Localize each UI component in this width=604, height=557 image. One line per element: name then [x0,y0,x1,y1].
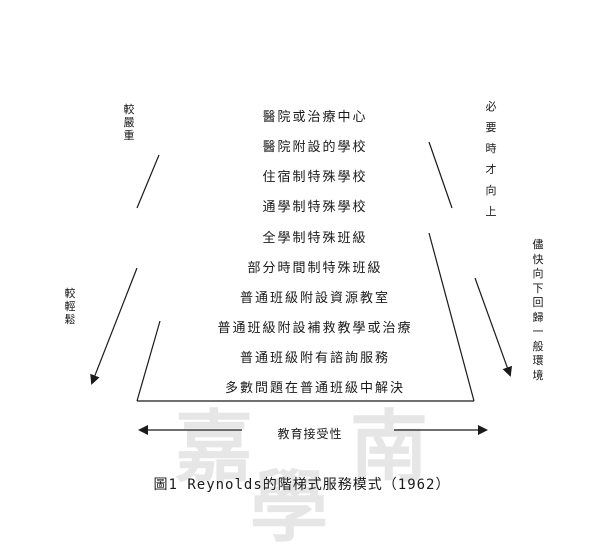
tier-6: 部分時間制特殊班級 [247,261,383,276]
tier-7: 普通班級附設資源教室 [239,291,390,306]
tier-5: 全學制特殊班級 [262,231,368,246]
label-move-up-only-when-needed: 必要時才向上 [485,100,497,218]
pyramid-left-lower-edge [136,320,161,402]
severity-arrow [90,267,138,385]
tier-4: 通學制特殊學校 [262,200,368,215]
tier-9: 普通班級附有諮詢服務 [239,351,390,366]
pyramid-right-lower-edge [428,232,475,402]
pyramid-left-upper-edge [136,154,160,209]
pyramid-right-upper-edge [428,141,453,209]
tier-10: 多數問題在普通班級中解決 [224,381,405,396]
label-more-severe: 較嚴重 [123,103,135,142]
label-return-down-asap: 儘快向下回歸一般環境 [532,238,544,382]
figure-caption: 圖1 Reynolds的階梯式服務模式（1962） [153,477,451,493]
return-arrow [474,277,512,377]
tier-2: 醫院附設的學校 [262,140,368,155]
watermark-char-2: 南 [350,402,429,493]
educational-acceptance-label: 教育接受性 [277,427,343,441]
diagram-lines [90,141,512,435]
label-less-severe: 較輕鬆 [64,287,76,326]
watermark-char-1: 嘉 [175,402,254,493]
tier-3: 住宿制特殊學校 [262,170,368,185]
tier-1: 醫院或治療中心 [262,110,368,125]
tier-8: 普通班級附設補救教學或治療 [217,321,413,336]
